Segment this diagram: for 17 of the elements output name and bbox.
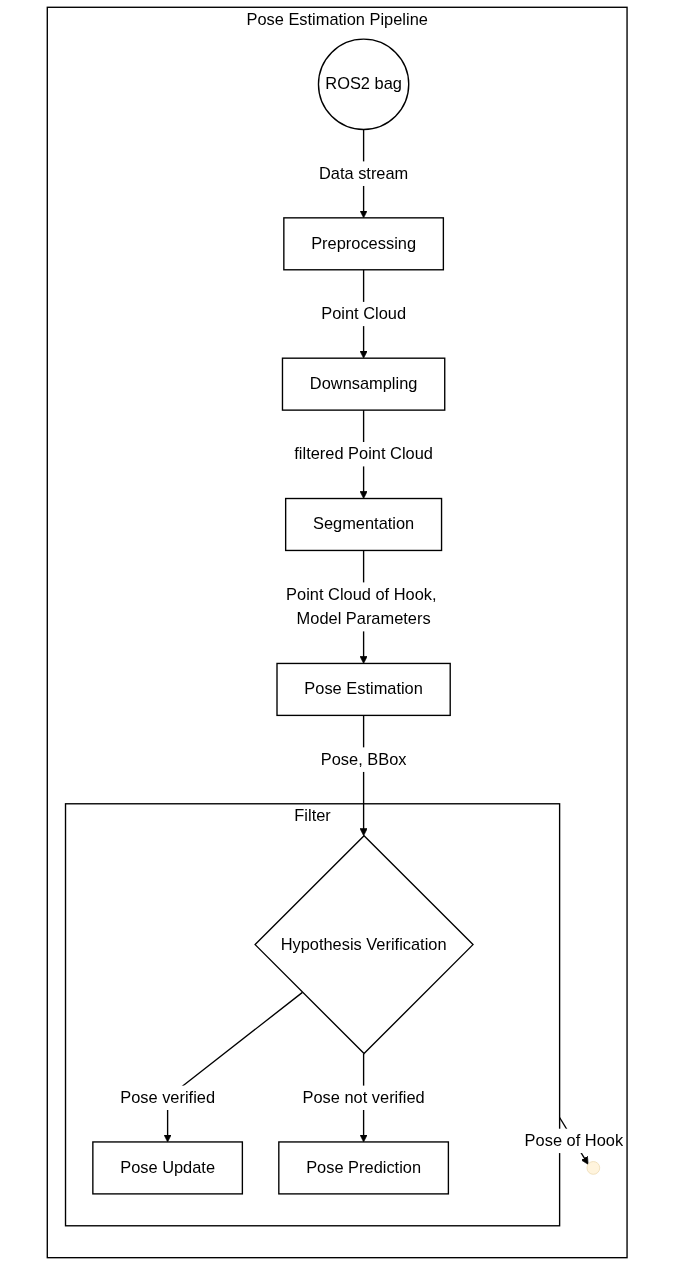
edge-label: Pose verified [120,1088,216,1107]
node-box: Pose Estimation [276,662,452,717]
edge-label: Data stream [319,164,409,183]
node-box: Pose Prediction [278,1141,450,1195]
node-box: Segmentation [285,497,443,552]
node-circle: ROS2 bag [318,38,410,131]
edge-label: Pose, BBox [321,750,407,769]
node-box: Pose Update [92,1141,244,1195]
edge-label: Point Cloud [321,304,407,323]
node-circle [586,1161,601,1175]
edge-label: filtered Point Cloud [294,444,434,463]
edge-label: Pose not verified [302,1088,426,1107]
node-box: Preprocessing [283,217,445,271]
edge-label: Point Cloud of Hook, Model Parameters [286,585,437,628]
node-diamond: Hypothesis Verification [254,834,475,1055]
edge-label: Pose of Hook [524,1131,624,1150]
node-box: Downsampling [282,357,446,411]
